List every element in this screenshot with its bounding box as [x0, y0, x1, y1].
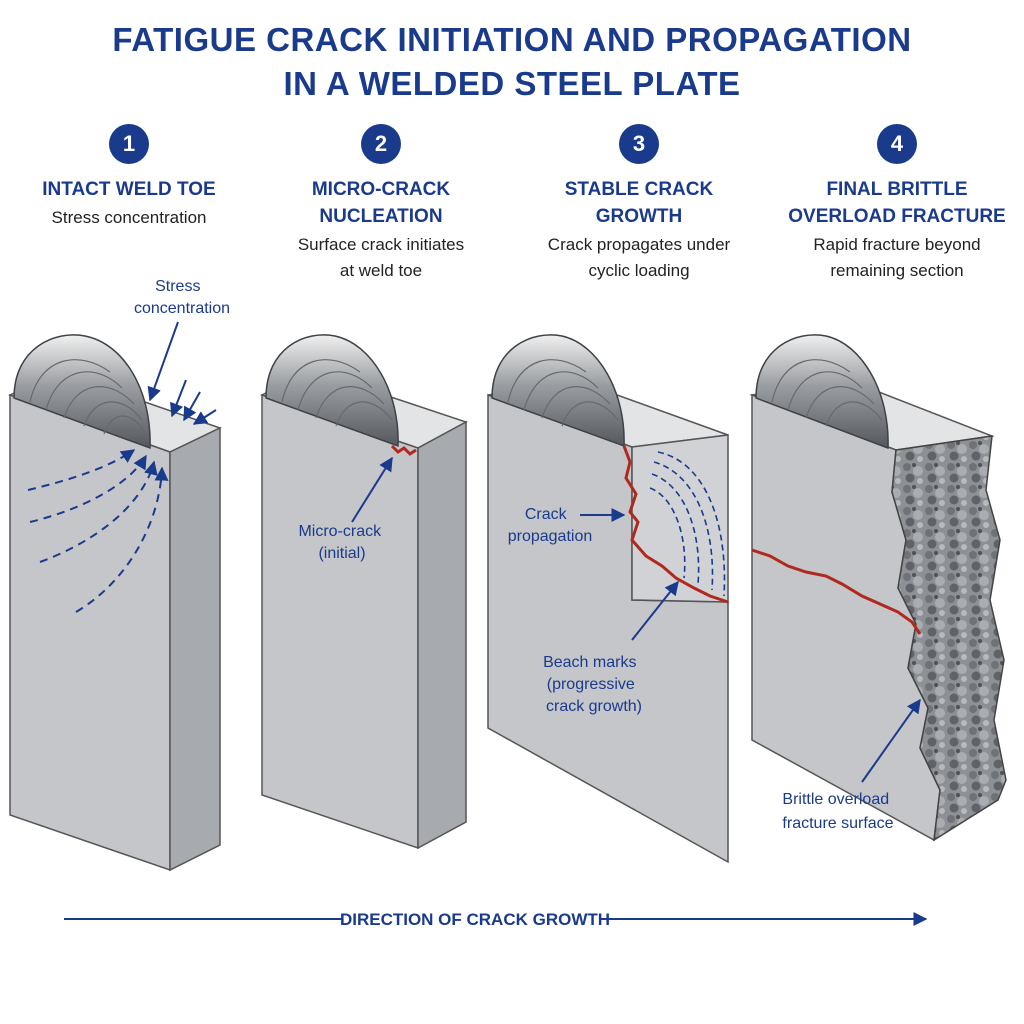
stage-3-title-line: STABLE CRACK	[564, 179, 714, 200]
plate-3-cut-face	[631, 434, 729, 603]
plate-4-final-fracture: Brittle overload fracture surface	[749, 334, 1007, 842]
plate-3-stable-growth: Crack propagation Beach marks (progressi…	[487, 334, 729, 864]
stage-3-title-line: GROWTH	[595, 206, 683, 227]
stage-1-title-line: INTACT WELD TOE	[42, 179, 216, 200]
stage-3-subtitle: Crack propagates under cyclic loading	[514, 232, 764, 284]
stage-1-title: INTACT WELD TOE	[4, 176, 254, 203]
stage-4-number-badge: 4	[877, 124, 917, 164]
stress-arrows	[147, 321, 217, 425]
plate-1-weld-bead	[13, 334, 151, 450]
stage-2-title-line: MICRO-CRACK	[311, 179, 451, 200]
plate-4-weld-bead	[755, 334, 889, 450]
stress-flow-lines	[27, 449, 169, 613]
stage-2-subtitle-line: at weld toe	[339, 261, 423, 280]
beach-marks	[649, 451, 726, 597]
brittle-surface-label: Brittle overload fracture surface	[782, 791, 893, 832]
diagram-title: FATIGUE CRACK INITIATION AND PROPAGATION…	[0, 18, 1024, 106]
micro-crack-label: Micro-crack (initial)	[298, 523, 385, 562]
stage-4-title-line: OVERLOAD FRACTURE	[788, 206, 1006, 227]
direction-of-growth: DIRECTION OF CRACK GROWTH	[64, 910, 928, 929]
stage-2-title-line: NUCLEATION	[319, 206, 443, 227]
stage-2-title: MICRO-CRACK NUCLEATION	[256, 176, 506, 230]
stage-3-subtitle-line: Crack propagates under	[547, 235, 731, 254]
stage-2-subtitle-line: Surface crack initiates	[297, 235, 465, 254]
plate-3-weld-bead	[491, 334, 625, 448]
stage-2-number-badge: 2	[361, 124, 401, 164]
stage-4-title-line: FINAL BRITTLE	[826, 179, 968, 200]
plate-1-front-face	[9, 393, 171, 872]
crack-propagation-label: Crack propagation	[508, 506, 593, 545]
brittle-fracture-surface	[891, 435, 1007, 842]
stage-1-header: 1 INTACT WELD TOE Stress concentration	[4, 124, 254, 231]
plate-1-side-face	[169, 426, 221, 872]
stage-2-subtitle: Surface crack initiates at weld toe	[256, 232, 506, 284]
plate-1-intact: Stress concentration	[8, 278, 230, 872]
stage-3-subtitle-line: cyclic loading	[588, 261, 690, 280]
stage-4-header: 4 FINAL BRITTLE OVERLOAD FRACTURE Rapid …	[772, 124, 1022, 284]
stage-3-title: STABLE CRACK GROWTH	[514, 176, 764, 230]
brittle-surface-arrow	[861, 698, 921, 783]
plate-2-side-face	[417, 420, 467, 850]
plate-2-front-face	[261, 393, 419, 850]
stage-4-title: FINAL BRITTLE OVERLOAD FRACTURE	[772, 176, 1022, 230]
plate-2-micro-crack: Micro-crack (initial)	[260, 334, 468, 850]
stage-1-subtitle: Stress concentration	[4, 205, 254, 231]
stage-4-subtitle-line: remaining section	[830, 261, 964, 280]
plate-2-weld-bead	[265, 334, 399, 448]
stage-4-subtitle: Rapid fracture beyond remaining section	[772, 232, 1022, 284]
beach-marks-arrow	[631, 580, 679, 641]
micro-crack-line	[390, 444, 417, 456]
stage-3-header: 3 STABLE CRACK GROWTH Crack propagates u…	[514, 124, 764, 284]
propagating-crack-line	[622, 445, 729, 604]
stage-1-subtitle-line: Stress concentration	[51, 208, 207, 227]
stage-4-subtitle-line: Rapid fracture beyond	[813, 235, 981, 254]
stage-2-header: 2 MICRO-CRACK NUCLEATION Surface crack i…	[256, 124, 506, 284]
stage-1-number-badge: 1	[109, 124, 149, 164]
stage-3-number-badge: 3	[619, 124, 659, 164]
title-line-2: IN A WELDED STEEL PLATE	[283, 65, 741, 102]
title-line-1: FATIGUE CRACK INITIATION AND PROPAGATION	[112, 21, 912, 58]
micro-crack-arrow	[351, 456, 393, 523]
beach-marks-label: Beach marks (progressive crack growth)	[543, 654, 642, 715]
fracture-crack-line	[751, 548, 922, 635]
direction-label: DIRECTION OF CRACK GROWTH	[340, 910, 610, 929]
stress-concentration-label: Stress concentration	[134, 278, 230, 317]
